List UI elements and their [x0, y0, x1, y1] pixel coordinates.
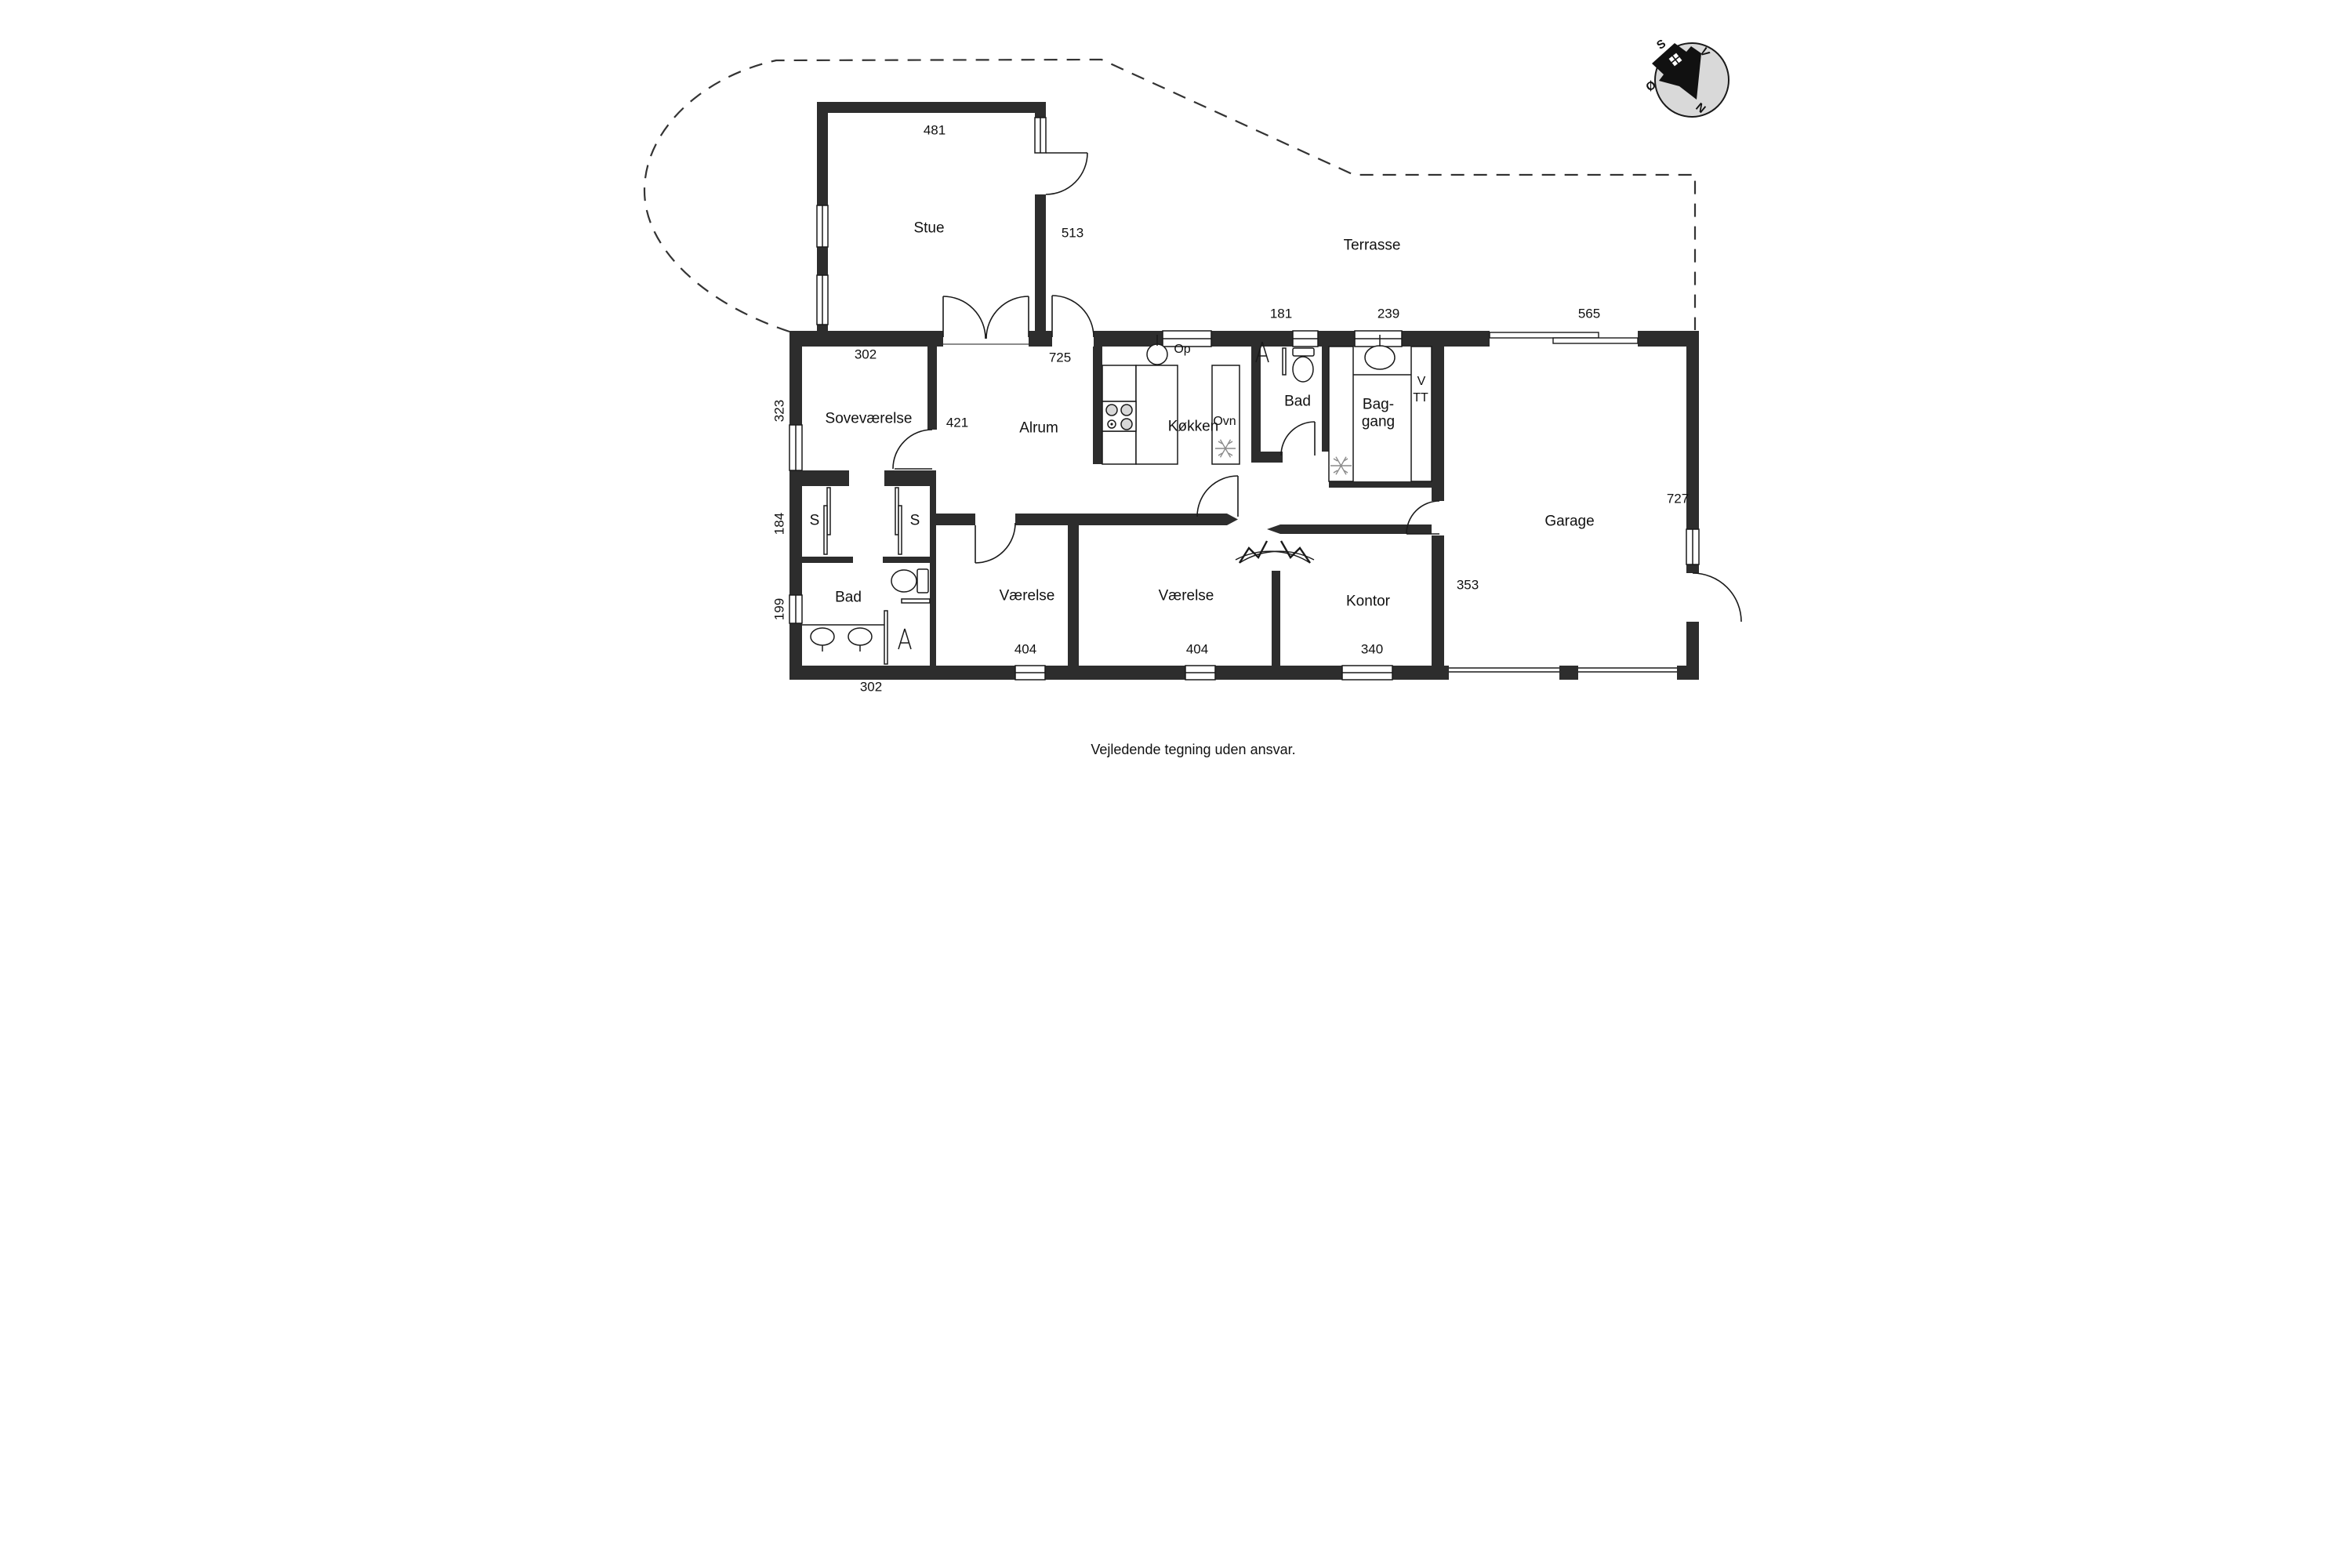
- dim-kontor-340: 340: [1360, 641, 1384, 657]
- terrace-boundary-dashed-line: [643, 58, 1697, 333]
- dim-stue-width: 481: [923, 122, 946, 138]
- appliance-label-op: Op: [1174, 343, 1191, 356]
- windows: [789, 117, 1700, 681]
- dim-left-184: 184: [771, 512, 787, 535]
- shower-symbol-bad-center: [1255, 341, 1269, 363]
- appliance-label-v: V: [1417, 375, 1426, 388]
- window-koekken-top: [1162, 330, 1212, 347]
- dim-stue-depth: 513: [1061, 225, 1084, 241]
- room-label-closet-1: S: [809, 512, 820, 529]
- window-garage-right: [1686, 528, 1700, 565]
- shelf-bad-sw: [901, 598, 931, 604]
- dim-baggang-239: 239: [1377, 306, 1400, 321]
- compass-rose: [1652, 42, 1730, 118]
- fridge-cabinet: [1328, 346, 1354, 482]
- garage-gate-opening-left: [1449, 667, 1559, 673]
- closet2-sliding-track: [895, 487, 902, 555]
- dim-kontor-353: 353: [1456, 577, 1479, 593]
- snowflake-icon-ovn: [1215, 439, 1236, 458]
- door-bad-center: [1280, 421, 1316, 456]
- sink-bad-sw-1: [810, 627, 835, 652]
- door-stue-double-left: [942, 296, 986, 339]
- room-label-vaerelse-1: Værelse: [999, 587, 1055, 604]
- window-bad-center-top: [1292, 330, 1319, 347]
- kitchen-sink-op: [1146, 335, 1168, 365]
- door-stue-terrace-east: [1045, 152, 1088, 195]
- shower-partition-bad-sw: [884, 610, 888, 665]
- dim-bottom-302: 302: [859, 679, 883, 695]
- compass-house-window: [1668, 53, 1682, 67]
- room-label-baggang-line1: Bag-: [1362, 396, 1395, 413]
- room-label-sovevaerelse: Soveværelse: [825, 410, 913, 427]
- door-vaerelse-1: [975, 522, 1016, 564]
- sink-bad-sw-2: [848, 627, 873, 652]
- room-label-garage: Garage: [1544, 513, 1595, 530]
- room-label-koekken: Køkken: [1167, 418, 1219, 435]
- appliance-label-tt: TT: [1413, 391, 1428, 405]
- fixtures: [802, 335, 1432, 665]
- walls: [789, 102, 1699, 680]
- window-stue-left-lower: [816, 274, 829, 325]
- dim-bad-181: 181: [1269, 306, 1293, 321]
- sliding-doors: [1449, 332, 1677, 673]
- window-vaerelse1-bottom: [1014, 665, 1046, 681]
- dim-sove-width: 302: [854, 347, 877, 362]
- kitchen-counter: [1102, 365, 1240, 465]
- dim-garage-727: 727: [1666, 491, 1690, 506]
- room-label-alrum: Alrum: [1019, 419, 1058, 437]
- folding-door-swing-arcs: [1235, 550, 1315, 564]
- door-hall-garage: [1406, 500, 1440, 535]
- closet1-sliding-track: [823, 487, 831, 555]
- dim-alrum-width: 725: [1048, 350, 1072, 365]
- room-label-stue: Stue: [913, 220, 945, 237]
- room-label-baggang-line2: gang: [1361, 413, 1396, 430]
- window-vaerelse2-bottom: [1185, 665, 1216, 681]
- door-alrum-terrace: [1051, 295, 1094, 338]
- window-stue-right: [1034, 117, 1047, 154]
- door-sovevaerelse: [892, 429, 933, 470]
- window-kontor-bottom: [1341, 665, 1393, 681]
- room-label-vaerelse-2: Værelse: [1158, 587, 1214, 604]
- window-bad-sw-left: [789, 594, 803, 624]
- window-stue-left-upper: [816, 205, 829, 248]
- window-sovevaerelse-left: [789, 424, 803, 471]
- door-hall-alrum: [1196, 475, 1239, 517]
- toilet-bad-center: [1292, 347, 1315, 383]
- room-label-bad-sw: Bad: [835, 589, 862, 606]
- dim-vaerelse2-404: 404: [1185, 641, 1209, 657]
- room-label-bad-center: Bad: [1284, 393, 1311, 410]
- dim-sove-door: 421: [946, 415, 969, 430]
- window-baggang-top: [1354, 330, 1403, 347]
- dim-left-323: 323: [771, 399, 787, 423]
- room-label-closet-2: S: [909, 512, 920, 529]
- dim-left-199: 199: [771, 597, 787, 621]
- garage-terrace-sliding-door: [1489, 332, 1639, 344]
- floor-plan-drawing: [643, 42, 1742, 681]
- door-garage-exterior: [1692, 572, 1742, 622]
- doors: [892, 152, 1742, 622]
- door-stue-double-right: [943, 296, 1029, 345]
- dim-garage-565: 565: [1577, 306, 1601, 321]
- compass-house-arrow: [1652, 43, 1701, 100]
- shower-symbol-bad-sw: [898, 628, 912, 650]
- stove-cooktop: [1102, 401, 1137, 432]
- baggang-sink: [1353, 335, 1411, 376]
- appliance-label-ovn: Ovn: [1213, 415, 1236, 428]
- dim-vaerelse1-404: 404: [1014, 641, 1037, 657]
- room-label-kontor: Kontor: [1346, 593, 1390, 610]
- garage-gate-opening-right: [1578, 667, 1677, 673]
- room-label-terrasse: Terrasse: [1343, 237, 1401, 254]
- disclaimer-note: Vejledende tegning uden ansvar.: [1091, 742, 1296, 757]
- laundry-cabinet-vtt: [1410, 346, 1432, 482]
- partition-bad-center: [1282, 347, 1287, 376]
- toilet-bad-sw: [891, 568, 929, 593]
- snowflake-icon-fridge: [1330, 456, 1352, 475]
